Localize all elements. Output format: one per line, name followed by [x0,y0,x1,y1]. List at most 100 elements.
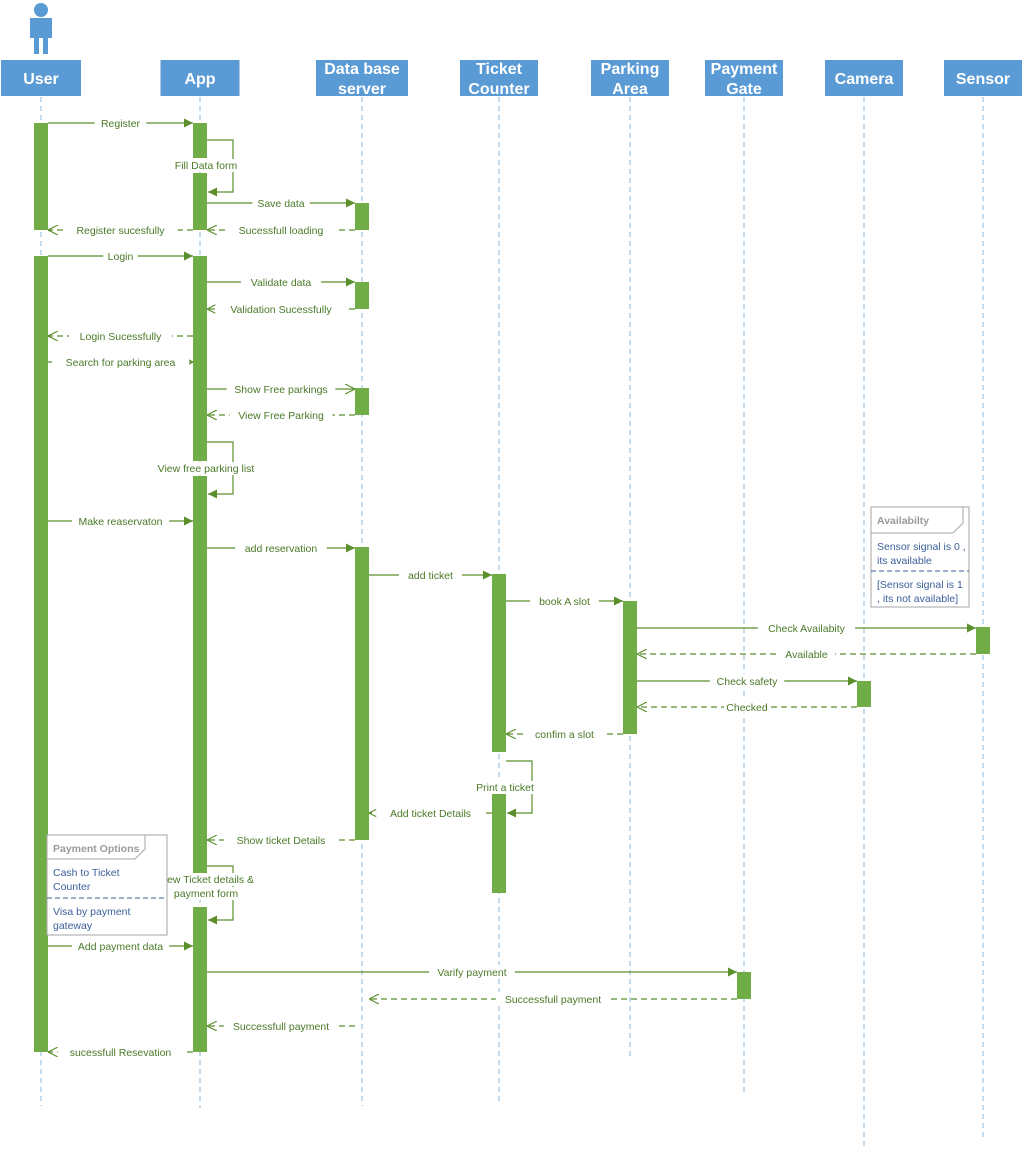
note-text: Counter [53,881,91,893]
lifeline-header-box [944,60,1022,96]
message-label: Show ticket Details [237,835,326,847]
lifeline-header-box [591,60,669,96]
message-reply: Show ticket Details [207,833,355,847]
message-label: Available [785,649,828,661]
lifeline-header-box [160,60,240,96]
note-text: , its not available] [877,593,958,605]
activation-bar-camera [857,681,871,707]
lifeline-header-sensor: Sensor [944,60,1022,96]
message-label: Save data [257,198,304,210]
lifeline-header-box [316,60,408,96]
message-label: Search for parking area [66,357,176,369]
message-reply: Successfull payment [207,1019,355,1033]
lifeline-name: User [23,71,59,88]
label-background [226,223,336,236]
message-label: add reservation [245,543,318,555]
message-label: Show Free parkings [234,384,327,396]
lifeline-header-box [1,60,81,96]
message-reply: Login Sucessfully [48,329,193,343]
message-self: Print a ticket [463,760,547,818]
lifeline-header-camera: Camera [825,60,903,96]
label-background [429,965,515,978]
label-background [141,462,271,475]
label-background [524,727,605,740]
label-background [71,939,170,952]
activation-bar-user [34,256,48,1052]
message-label: Checked [726,702,768,714]
label-background [226,382,336,395]
label-background [495,992,611,1005]
note-title: Availabilty [877,515,929,527]
activation-bar-app [193,173,207,230]
message-label: Validation Sucessfully [230,304,332,316]
message-call: add ticket [369,568,492,582]
label-background [376,806,485,819]
message-reply: Available [637,647,976,661]
lifeline-header-app: App [160,60,240,96]
message-label: Varify payment [437,967,506,979]
activation-bar-app [193,476,207,880]
label-background [240,275,322,288]
note-frame [870,506,970,608]
lifeline-name: server [338,81,386,98]
message-label: payment form [174,888,238,900]
message-label: View Free Parking [238,410,324,422]
message-call: Add payment data [48,939,193,953]
activation-bar-db [355,547,369,840]
message-call: book A slot [506,594,623,608]
message-reply: Register sucesfully [48,223,193,237]
note-tab [871,506,964,534]
label-background [169,887,243,900]
label-background [399,568,462,581]
message-label: add ticket [408,570,453,582]
label-background [94,116,147,129]
message-call: Show Free parkings [207,382,355,396]
person-icon [30,3,52,54]
message-label: Make reaservaton [78,516,162,528]
message-call: Register [48,116,193,130]
message-self: Fill Data form [164,139,248,197]
label-background [229,408,333,421]
label-background [530,594,599,607]
message-call: Login [48,249,193,263]
message-label: View free parking list [158,463,255,475]
message-label: confim a slot [535,729,594,741]
label-background [63,223,178,236]
label-background [757,621,856,634]
message-call: Make reaservaton [48,514,193,528]
activation-bar-db [355,388,369,415]
lifeline-name: Data base [324,61,400,78]
message-label: book A slot [539,596,590,608]
label-background [463,781,547,794]
message-reply: Sucessfull loading [207,223,355,237]
lifeline-header-box [705,60,783,96]
activations [34,123,990,1052]
lifeline-name: Parking [601,61,660,78]
message-reply: Checked [637,700,857,714]
message-call: Save data [207,196,355,210]
label-background [235,541,327,554]
message-reply: View Free Parking [207,408,355,422]
note-frame [46,834,168,936]
message-reply: Successfull payment [369,992,737,1006]
lifeline-header-box [460,60,538,96]
activation-bar-app [193,123,207,158]
activation-bar-app [193,907,207,1052]
message-label: Add payment data [78,941,163,953]
lifeline-name: Area [612,81,648,98]
lifeline-name: Camera [835,71,894,88]
activation-bar-app [193,256,207,461]
note-text: Sensor signal is 0 , [877,541,966,553]
lifeline-header-user: User [1,60,81,96]
message-call: Check safety [637,674,857,688]
activation-bar-user [34,123,48,230]
label-background [51,355,190,368]
lifeline-name: Payment [711,61,778,78]
